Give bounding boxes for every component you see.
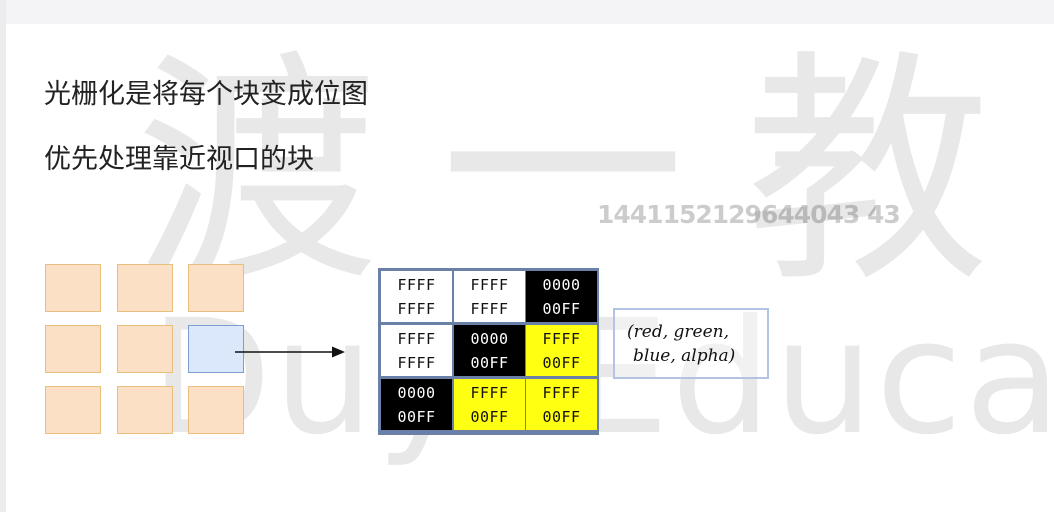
tile (117, 386, 173, 434)
tile (117, 325, 173, 373)
tile (188, 264, 244, 312)
tile (45, 386, 101, 434)
tile (45, 264, 101, 312)
tile (45, 325, 101, 373)
priority-text: 优先处理靠近视口的块 (44, 144, 314, 175)
slide-left-edge (0, 0, 6, 512)
slide-top-band (0, 0, 1054, 24)
tile (117, 264, 173, 312)
tile (188, 386, 244, 434)
rasterize-text: 光栅化是将每个块变成位图 (44, 79, 368, 110)
rgba-legend-line1: (red, green, (627, 322, 729, 342)
watermark-chinese: 渡一教育 (135, 38, 1054, 308)
rgba-legend-line2: blue, alpha) (633, 346, 736, 366)
rgba-legend: (red, green, blue, alpha) (613, 308, 769, 379)
tile-selected (188, 325, 244, 373)
watermark-english: Duyi Education (150, 288, 1054, 468)
watermark-number: 1441152129644043 43 (597, 200, 901, 229)
